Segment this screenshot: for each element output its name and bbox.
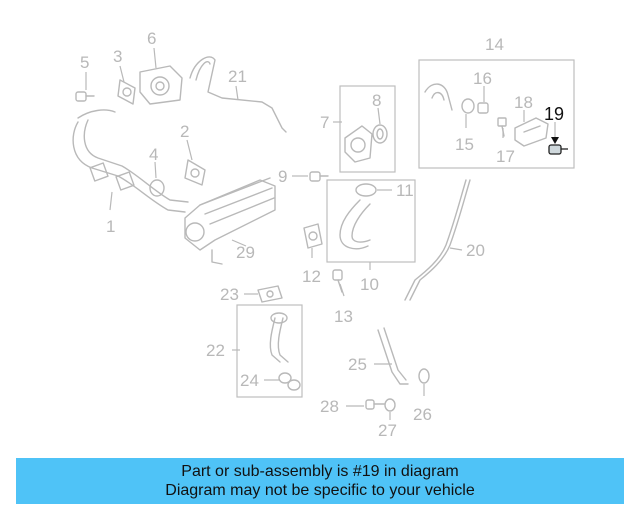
bolt-part-9: [309, 171, 329, 182]
pipe-part-10: [339, 199, 371, 250]
sensor-part-18: [514, 117, 549, 147]
parts-diagram: 1 2 3 4 5 6 7 8 9 10 11 12 13 14 15 16 1…: [72, 29, 575, 440]
callout-25: 25: [348, 355, 367, 374]
banner-line-part-info: Part or sub-assembly is #19 in diagram: [181, 463, 459, 480]
clamp-part-16: [477, 102, 489, 114]
callout-13: 13: [334, 307, 353, 326]
bolt-part-13: [332, 269, 343, 293]
leader-lines: [85, 47, 559, 420]
gasket-part-23: [257, 285, 283, 303]
seal-part-8: [372, 124, 388, 144]
callout-20: 20: [466, 241, 485, 260]
callout-17: 17: [496, 147, 515, 166]
gasket-part-24: [278, 372, 301, 391]
callout-21: 21: [228, 67, 247, 86]
callout-22: 22: [206, 341, 225, 360]
callout-4: 4: [149, 145, 158, 164]
callout-26: 26: [413, 405, 432, 424]
flange-part-7: [344, 125, 373, 163]
callout-14: 14: [485, 35, 504, 54]
callout-16: 16: [473, 69, 492, 88]
washer-part-27: [384, 398, 396, 412]
callout-15: 15: [455, 135, 474, 154]
egr-cooler-part-29: [184, 177, 276, 265]
callout-12: 12: [302, 267, 321, 286]
callout-18: 18: [514, 93, 533, 112]
bolt-part-19: [548, 144, 568, 155]
gasket-part-3: [117, 79, 136, 105]
callout-1: 1: [106, 217, 115, 236]
pipe-part-21: [189, 56, 287, 133]
group-box-22: [236, 304, 303, 398]
info-banner: Part or sub-assembly is #19 in diagram D…: [16, 458, 624, 504]
callout-9: 9: [278, 167, 287, 186]
group-box-10: [326, 179, 416, 263]
callout-10: 10: [360, 275, 379, 294]
callout-6: 6: [147, 29, 156, 48]
gasket-part-2: [184, 159, 206, 186]
callout-2: 2: [180, 122, 189, 141]
pipe-part-22: [269, 312, 289, 363]
bolt-part-5: [75, 91, 95, 102]
callout-23: 23: [220, 285, 239, 304]
callout-27: 27: [378, 421, 397, 440]
group-box-7: [339, 85, 396, 173]
callout-24: 24: [240, 371, 259, 390]
callout-29: 29: [236, 243, 255, 262]
callout-28: 28: [320, 397, 339, 416]
seal-part-26: [418, 368, 430, 384]
egr-valve-part-6: [139, 65, 183, 105]
callout-7: 7: [320, 113, 329, 132]
clamp-part-11: [355, 183, 377, 197]
hose-part-14: [424, 83, 453, 111]
callout-11: 11: [396, 181, 414, 200]
callout-5: 5: [80, 53, 89, 72]
callout-8: 8: [372, 91, 381, 110]
plug-part-4: [149, 179, 165, 197]
bolt-part-17: [497, 117, 507, 137]
line-part-20: [404, 179, 471, 301]
banner-line-disclaimer: Diagram may not be specific to your vehi…: [165, 482, 475, 499]
bolt-part-28: [365, 399, 385, 410]
egr-pipe-part: [72, 109, 189, 213]
gasket-part-12: [303, 223, 323, 249]
group-box-14: [418, 59, 575, 169]
plug-part-15: [461, 98, 475, 114]
callout-3: 3: [113, 47, 122, 66]
line-part-25: [377, 327, 409, 385]
callout-19: 19: [544, 104, 564, 124]
